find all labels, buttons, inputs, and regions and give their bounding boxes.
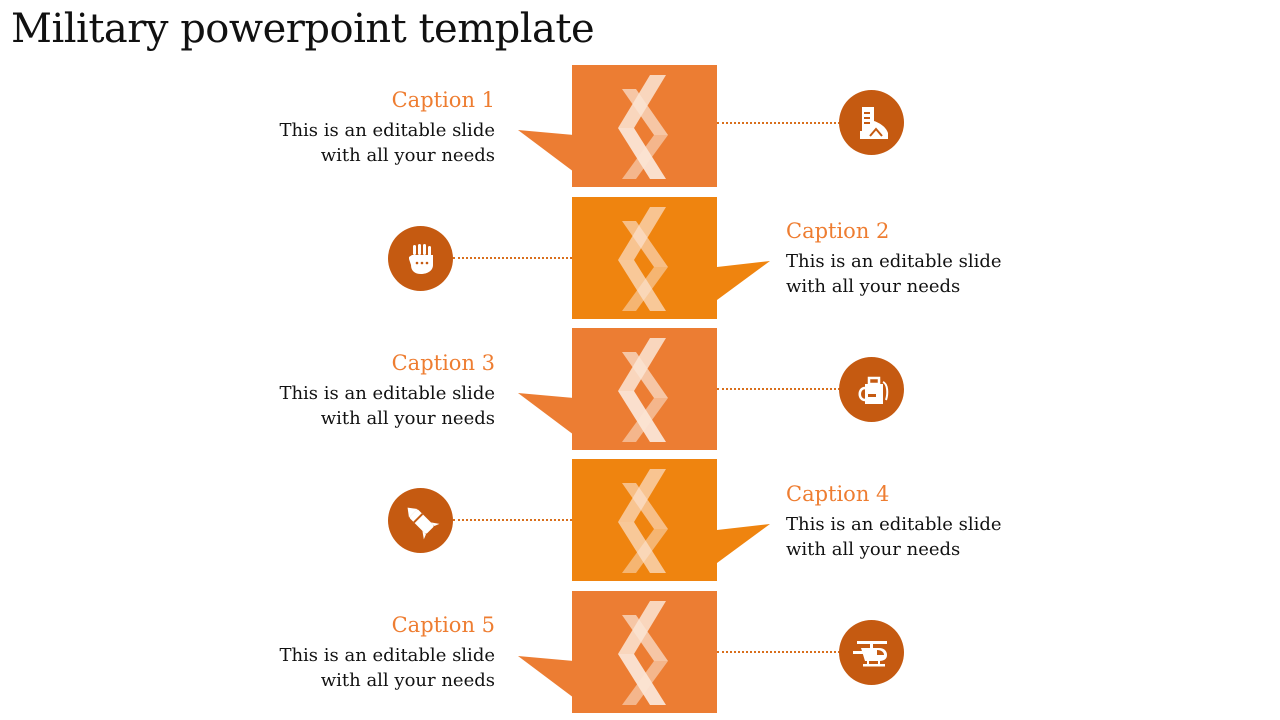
chevron-icon bbox=[618, 207, 668, 311]
glove-icon bbox=[408, 243, 433, 274]
caption-title: Caption 2 bbox=[786, 219, 890, 243]
step-block-1 bbox=[572, 65, 717, 187]
caption-text-line: This is an editable slide bbox=[786, 251, 1002, 272]
caption-text-line: with all your needs bbox=[786, 539, 961, 560]
caption-group-4: Caption 4 This is an editable slide with… bbox=[786, 480, 1086, 562]
caption-text-line: This is an editable slide bbox=[279, 645, 495, 666]
slide-title: Military powerpoint template bbox=[11, 6, 595, 52]
helicopter-icon bbox=[852, 640, 887, 666]
icon-circle-3 bbox=[839, 357, 904, 422]
callout-pointer bbox=[518, 656, 574, 698]
chevron-icon bbox=[618, 75, 668, 179]
caption-title: Caption 5 bbox=[391, 613, 495, 637]
connector-dots bbox=[717, 651, 840, 653]
step-block-2 bbox=[572, 197, 717, 319]
chevron-icon bbox=[618, 601, 668, 705]
fuel-can-icon bbox=[858, 376, 888, 404]
caption-title: Caption 3 bbox=[391, 351, 495, 375]
missile-icon bbox=[407, 507, 439, 539]
icon-circle-2 bbox=[388, 226, 453, 291]
icon-circle-5 bbox=[839, 620, 904, 685]
combat-boot-icon bbox=[859, 106, 888, 139]
connector-dots bbox=[453, 257, 572, 259]
callout-pointer bbox=[518, 130, 574, 172]
step-block-4 bbox=[572, 459, 717, 581]
caption-group-1: Caption 1 This is an editable slide with… bbox=[195, 86, 495, 168]
caption-group-3: Caption 3 This is an editable slide with… bbox=[195, 349, 495, 431]
caption-title: Caption 4 bbox=[786, 482, 890, 506]
chevron-icon bbox=[618, 338, 668, 442]
caption-group-2: Caption 2 This is an editable slide with… bbox=[786, 217, 1086, 299]
caption-text-line: with all your needs bbox=[320, 670, 495, 691]
connector-dots bbox=[717, 388, 840, 390]
callout-pointer bbox=[717, 261, 770, 300]
icon-circle-4 bbox=[388, 488, 453, 553]
caption-text-line: This is an editable slide bbox=[279, 120, 495, 141]
caption-text-line: This is an editable slide bbox=[786, 514, 1002, 535]
caption-text-line: with all your needs bbox=[320, 145, 495, 166]
connector-dots bbox=[453, 519, 572, 521]
step-block-5 bbox=[572, 591, 717, 713]
connector-dots bbox=[717, 122, 840, 124]
caption-title: Caption 1 bbox=[391, 88, 495, 112]
caption-text-line: with all your needs bbox=[320, 408, 495, 429]
step-block-3 bbox=[572, 328, 717, 450]
chevron-icon bbox=[618, 469, 668, 573]
caption-text-line: with all your needs bbox=[786, 276, 961, 297]
caption-text-line: This is an editable slide bbox=[279, 383, 495, 404]
caption-group-5: Caption 5 This is an editable slide with… bbox=[195, 611, 495, 693]
callout-pointer bbox=[717, 524, 770, 563]
icon-circle-1 bbox=[839, 90, 904, 155]
callout-pointer bbox=[518, 393, 574, 435]
